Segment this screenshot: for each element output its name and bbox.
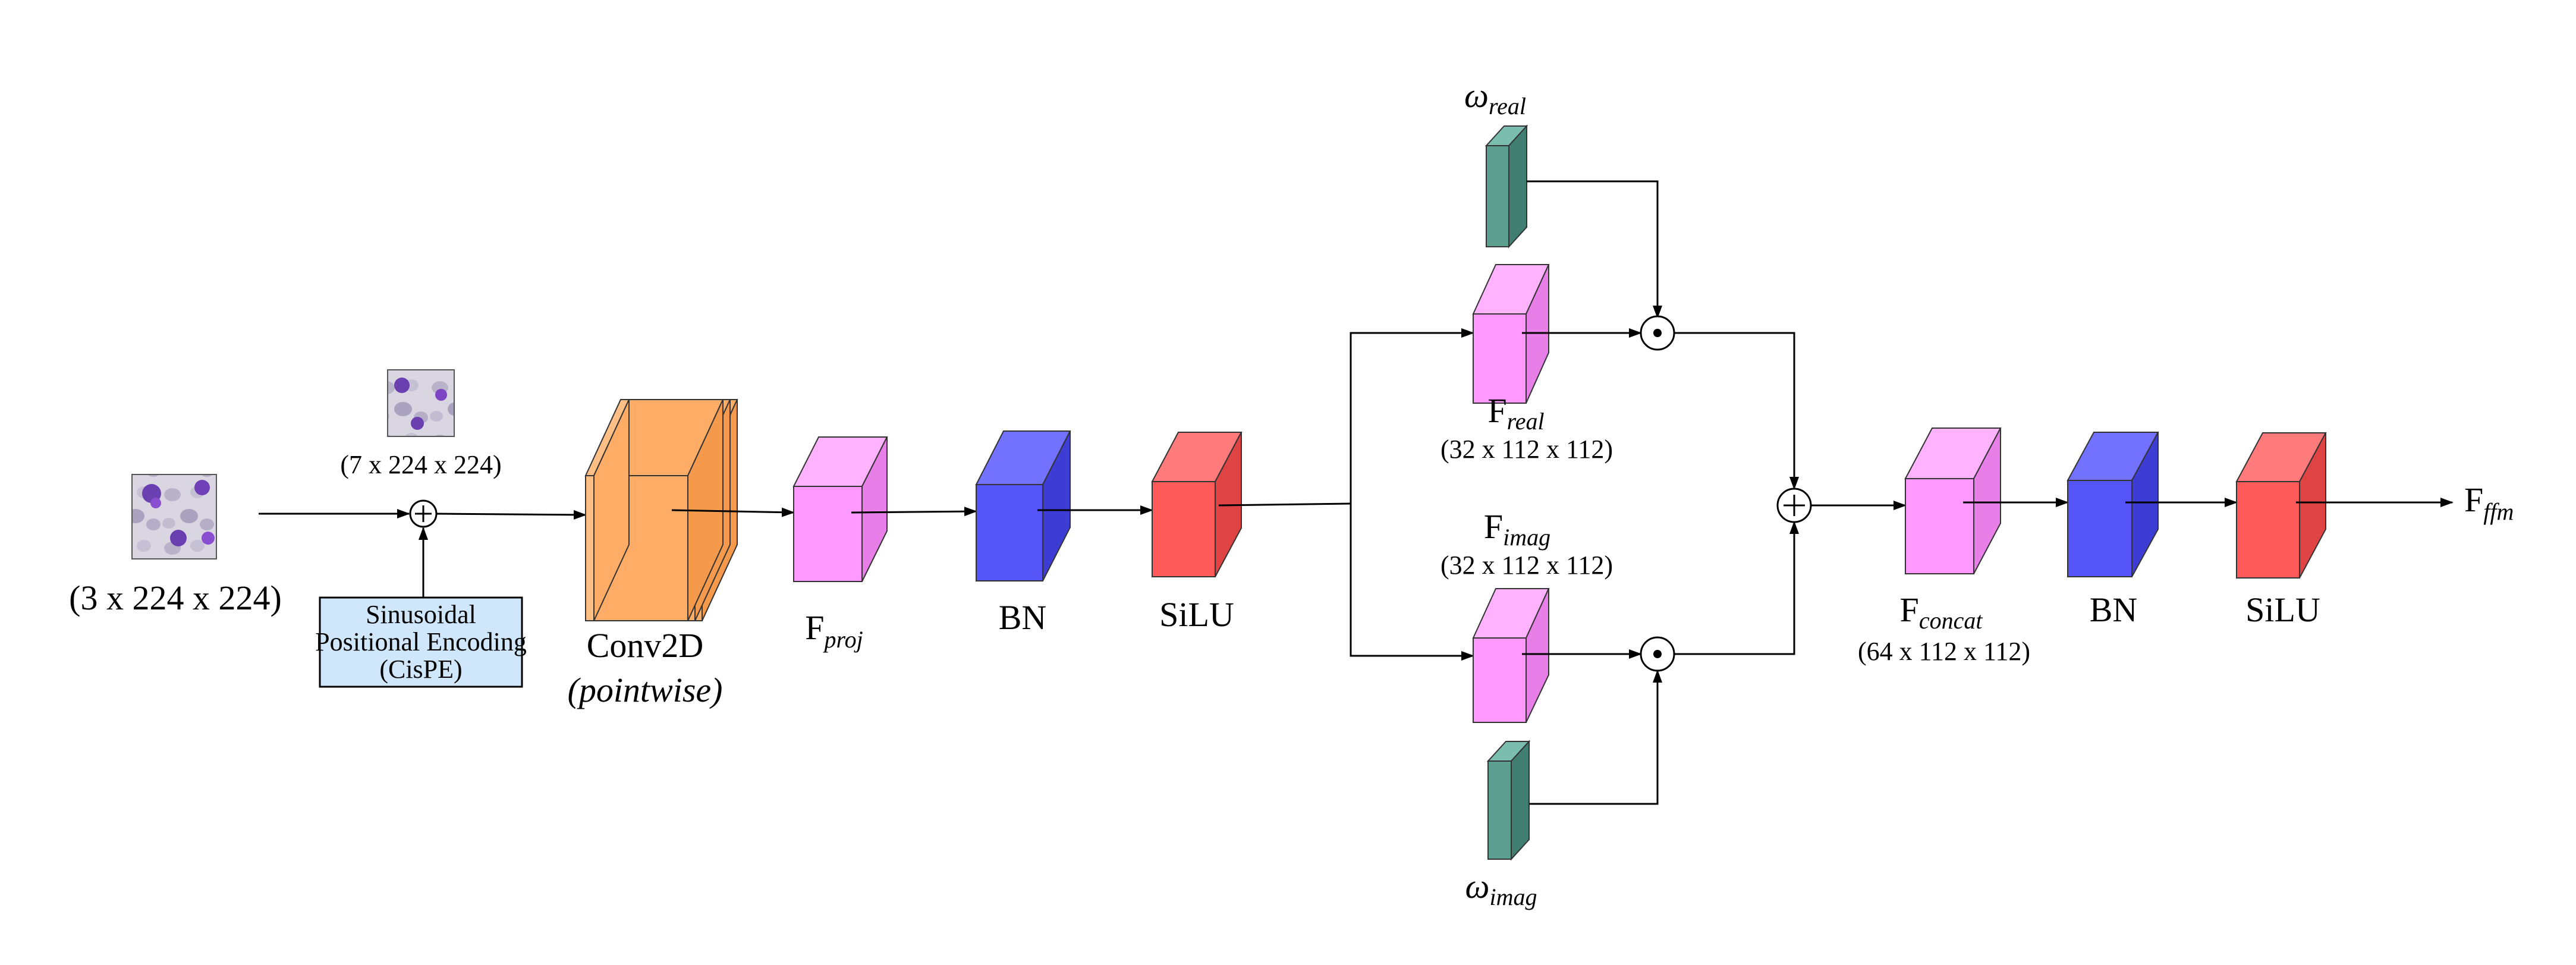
bn-block-2 xyxy=(2067,432,2159,577)
fimag-block xyxy=(1472,588,1550,723)
concat-shape: (64 x 112 x 112) xyxy=(1858,637,2030,666)
bn1-label: BN xyxy=(999,598,1047,637)
concat-label: Fconcat xyxy=(1900,590,1983,634)
omega-real-block xyxy=(1484,124,1528,249)
edge-split-to-freal xyxy=(1350,328,1474,504)
positional-encoding-box xyxy=(319,596,523,688)
freal-shape: (32 x 112 x 112) xyxy=(1440,435,1613,464)
positional-image xyxy=(387,369,455,437)
silu-block-2 xyxy=(2235,432,2327,579)
silu1-label: SiLU xyxy=(1159,595,1234,634)
edge-omega-imag-to-mul xyxy=(1529,669,1662,805)
edge-split-to-fimag xyxy=(1350,504,1474,661)
bn2-label: BN xyxy=(2090,590,2138,629)
conv2d-block xyxy=(584,399,738,621)
proj-block xyxy=(792,436,888,582)
encoding-line-1: Sinusoidal xyxy=(366,600,476,629)
freal-label: Freal xyxy=(1487,391,1544,435)
concat-block xyxy=(1904,428,2002,574)
omega-imag-block xyxy=(1486,740,1531,861)
proj-label: Fproj xyxy=(805,608,863,653)
edge-mul-imag-to-add xyxy=(1674,521,1799,655)
fimag-label: Fimag xyxy=(1484,507,1550,551)
add-node-positional xyxy=(409,499,438,528)
conv-sublabel: (pointwise) xyxy=(568,671,723,709)
edge-proj-to-bn xyxy=(851,507,977,517)
edge-silu-split xyxy=(1218,502,1351,507)
edge-mul-real-to-add xyxy=(1674,332,1799,490)
mul-node-real xyxy=(1640,315,1675,351)
omega-real-label: ωreal xyxy=(1464,76,1526,120)
fimag-shape: (32 x 112 x 112) xyxy=(1440,551,1613,580)
silu2-label: SiLU xyxy=(2245,590,2320,629)
add-node-concat xyxy=(1776,488,1812,523)
positional-shape-label: (7 x 224 x 224) xyxy=(340,450,501,479)
edge-omega-real-to-mul xyxy=(1527,180,1662,319)
input-shape-label: (3 x 224 x 224) xyxy=(69,579,282,617)
output-label: Fffm xyxy=(2464,480,2514,525)
mul-node-imag xyxy=(1640,636,1675,672)
input-image xyxy=(131,474,217,559)
encoding-line-3: (CisPE) xyxy=(379,655,462,684)
omega-imag-label: ωimag xyxy=(1465,867,1537,910)
encoding-line-2: Positional Encoding xyxy=(315,627,527,656)
bn-block-1 xyxy=(975,430,1071,581)
edge-conv-to-proj xyxy=(671,507,795,517)
edge-add-to-conv xyxy=(436,510,587,520)
conv-label: Conv2D xyxy=(587,626,704,665)
